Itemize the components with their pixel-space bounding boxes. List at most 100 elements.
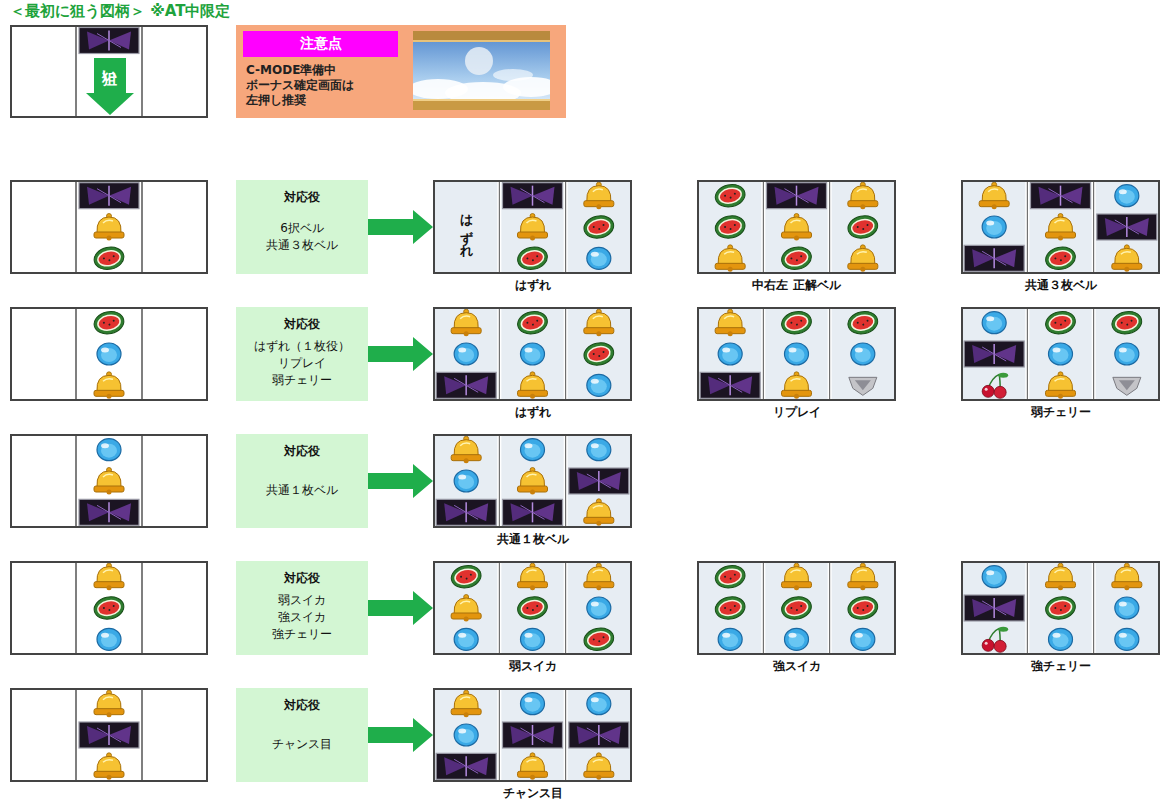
result-caption: 中右左 正解ベル [677,277,916,294]
blue-symbol [785,628,809,650]
watermelon-symbol [449,563,483,591]
watermelon-symbol [582,340,616,368]
role-item: 6択ベル [280,220,324,237]
reel-strip [961,180,1160,274]
purple-symbol [503,499,563,525]
reel-strip [10,434,208,528]
reel-strip [697,180,896,274]
purple-symbol [700,372,760,398]
screen-image [413,31,550,110]
watermelon-symbol [713,213,747,241]
purple-symbol [964,245,1024,271]
role-box: 対応役共通１枚ベル [236,434,368,528]
blue-symbol [587,693,611,715]
watermelon-symbol [92,309,126,337]
result-reel-box: 弱チェリー [961,307,1160,401]
target-reel-box: 狙い [10,25,208,118]
watermelon-symbol [846,213,880,241]
blue-symbol [97,628,121,650]
blue-symbol [97,439,121,461]
note-text: C-MODE準備中 ボーナス確定画面は 左押し推奨 [246,63,406,108]
role-heading: 対応役 [284,443,320,459]
role-item: 強スイカ [278,609,326,626]
blue-symbol [587,247,611,269]
bell-symbol [94,690,124,717]
bell-symbol [715,245,745,272]
blue-symbol [982,312,1006,334]
blue-symbol [454,628,478,650]
role-item: 共通３枚ベル [266,237,338,254]
bell-symbol [518,468,548,495]
cherry-symbol [982,627,1008,653]
blue-symbol [521,439,545,461]
result-reel-box: 強スイカ [697,561,896,655]
role-heading: 対応役 [284,189,320,205]
role-item: チャンス目 [272,736,332,753]
blue-symbol [454,343,478,365]
blue-symbol [454,724,478,746]
bell-symbol [1046,372,1076,399]
result-caption: 強チェリー [941,658,1173,675]
bell-symbol [1046,563,1076,590]
bell-symbol [584,182,614,209]
watermelon-symbol [516,244,550,272]
watermelon-symbol [1044,594,1078,622]
purple-symbol [1031,183,1091,209]
role-item: はずれ（１枚役） [254,338,350,355]
silver-symbol [849,377,877,395]
role-box: 対応役弱スイカ強スイカ強チェリー [236,561,368,655]
role-item: 強チェリー [272,626,332,643]
role-list: はずれ（１枚役）リプレイ弱チェリー [254,332,350,401]
role-box: 対応役6択ベル共通３枚ベル [236,180,368,274]
result-reel-box: 中右左 正解ベル [697,180,896,274]
role-list: チャンス目 [272,713,332,782]
blue-symbol [521,628,545,650]
blue-symbol [785,343,809,365]
purple-symbol [964,595,1024,621]
result-reel-box: はずれはずれ [433,180,632,274]
result-reel-box: 弱スイカ [433,561,632,655]
result-caption: 共通３枚ベル [941,277,1173,294]
role-box: 対応役はずれ（１枚役）リプレイ弱チェリー [236,307,368,401]
bell-symbol [584,499,614,526]
bell-symbol [518,372,548,399]
role-box: 対応役チャンス目 [236,688,368,782]
result-reel-box: はずれ [433,307,632,401]
watermelon-symbol [780,244,814,272]
bell-symbol [94,563,124,590]
bell-symbol [1046,214,1076,241]
bell-symbol [584,309,614,336]
purple-symbol [1097,214,1157,240]
bell-symbol [518,753,548,780]
bell-symbol [1112,563,1142,590]
result-caption: はずれ [413,404,652,421]
bell-symbol [848,182,878,209]
bell-symbol [451,309,481,336]
watermelon-symbol [780,309,814,337]
watermelon-symbol [713,182,747,210]
purple-symbol [436,499,496,525]
bell-symbol [94,214,124,241]
role-list: 6択ベル共通３枚ベル [266,205,338,274]
role-heading: 対応役 [284,570,320,586]
role-item: リプレイ [278,355,326,372]
blue-symbol [97,343,121,365]
bell-symbol [848,563,878,590]
watermelon-symbol [1110,309,1144,337]
reel-strip [10,561,208,655]
purple-symbol [503,722,563,748]
note-box: 注意点C-MODE準備中 ボーナス確定画面は 左押し推奨 [236,25,566,118]
reel-strip [433,688,632,782]
blue-symbol [851,628,875,650]
reel-strip [961,561,1160,655]
page-title: ＜最初に狙う図柄＞ ※AT中限定 [10,2,230,21]
reel-strip [10,307,208,401]
watermelon-symbol [1044,244,1078,272]
bell-symbol [451,436,481,463]
block-arrow [368,464,433,498]
watermelon-symbol [582,213,616,241]
in-reel-label: はずれ [433,180,499,274]
purple-symbol [569,468,629,494]
reel-strip [10,688,208,782]
blue-symbol [587,374,611,396]
